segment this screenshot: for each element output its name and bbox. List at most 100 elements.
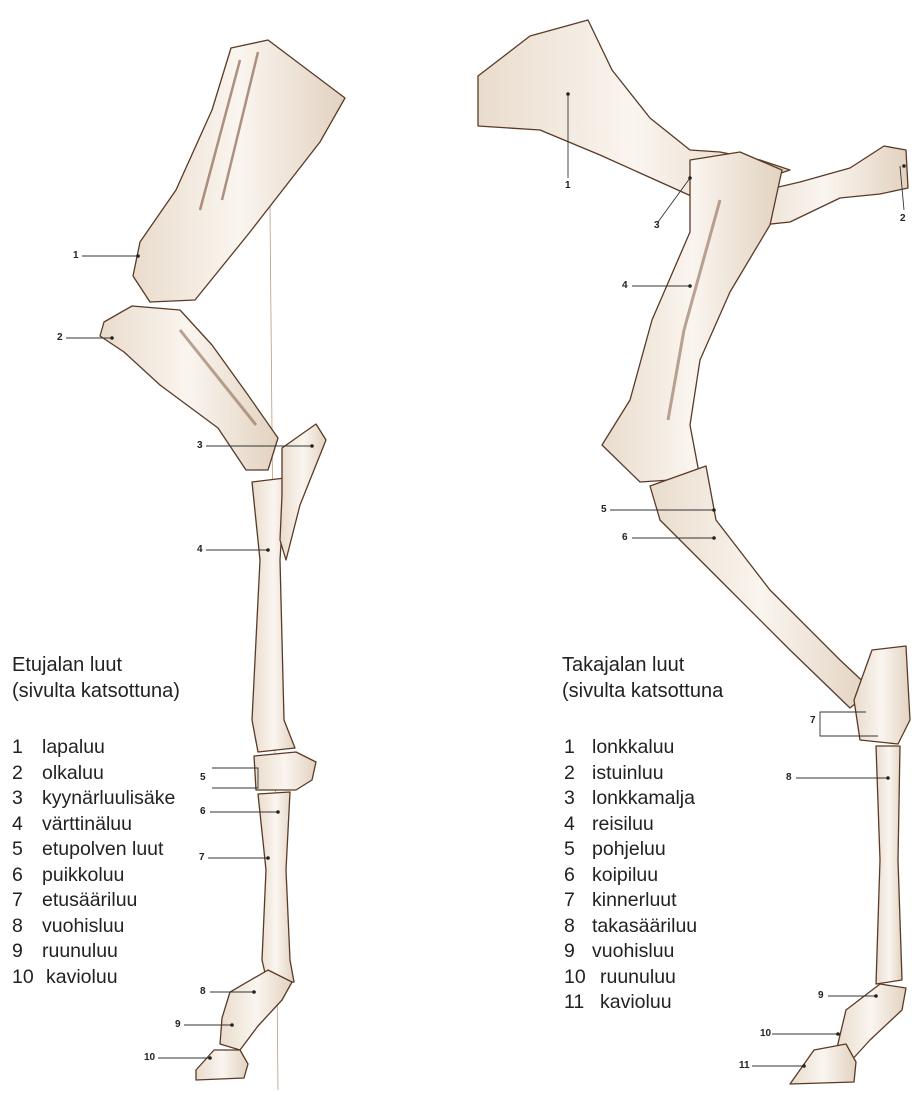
hind-legend-num: 7	[564, 888, 592, 914]
front-legend-num: 9	[12, 939, 42, 965]
hind-legend-name: pohjeluu	[592, 838, 666, 860]
hind-legend-name: koipiluu	[592, 864, 658, 886]
front-pointer-9: 9	[175, 1020, 181, 1030]
front-pointer-10: 10	[144, 1053, 155, 1063]
hind-pointer-5: 5	[601, 505, 607, 515]
hind-legend-name: lonkkaluu	[592, 736, 674, 758]
hind-legend-num: 6	[564, 863, 592, 889]
front-pointer-8: 8	[200, 987, 206, 997]
hind-pointer-10: 10	[760, 1029, 771, 1039]
front-legend-name: kyynärluulisäke	[42, 787, 175, 809]
hind-legend-num: 1	[564, 735, 592, 761]
front-legend-title: Etujalan luut (sivulta katsottuna)	[12, 652, 180, 704]
front-pastern	[220, 970, 292, 1050]
hind-pointer-8: 8	[786, 773, 792, 783]
front-legend-num: 5	[12, 837, 42, 863]
hind-femur	[602, 152, 782, 482]
front-legend-name: lapaluu	[42, 736, 105, 758]
hind-legend-num: 3	[564, 786, 592, 812]
hind-legend-name: kinnerluut	[592, 889, 677, 911]
hind-pointer-4: 4	[622, 281, 628, 291]
hind-legend-num: 11	[564, 990, 600, 1016]
front-legend-num: 8	[12, 914, 42, 940]
front-legend-title-line2: (sivulta katsottuna)	[12, 678, 180, 704]
front-hoof	[196, 1050, 248, 1080]
hind-pointer-2: 2	[900, 214, 906, 224]
front-legend-num: 1	[12, 735, 42, 761]
hind-legend-num: 10	[564, 965, 600, 991]
front-pointer-1: 1	[73, 251, 79, 261]
hind-legend-num: 2	[564, 761, 592, 787]
front-legend-num: 3	[12, 786, 42, 812]
front-pointer-6: 6	[200, 807, 206, 817]
front-legend-title-line1: Etujalan luut	[12, 652, 180, 678]
front-humerus	[100, 306, 278, 470]
hind-pointer-1: 1	[565, 181, 571, 191]
front-legend-name: puikkoluu	[42, 864, 124, 886]
front-legend-item: 4värttinäluu	[12, 812, 175, 838]
front-legend-num: 4	[12, 812, 42, 838]
front-legend-name: olkaluu	[42, 762, 104, 784]
front-legend-name: värttinäluu	[42, 813, 132, 835]
front-scapula	[133, 40, 345, 302]
front-legend-name: etusääriluu	[42, 889, 137, 911]
hind-legend-name: ruunuluu	[600, 966, 676, 988]
front-pointer-7: 7	[199, 853, 205, 863]
hind-pointer-11: 11	[739, 1061, 750, 1071]
hind-legend-name: istuinluu	[592, 762, 664, 784]
hind-legend-name: kavioluu	[600, 991, 672, 1013]
hind-legend-num: 8	[564, 914, 592, 940]
front-cannon	[258, 792, 294, 986]
front-carpal-bones	[254, 752, 316, 790]
hind-pointer-9: 9	[818, 991, 824, 1001]
front-pointer-3: 3	[197, 441, 203, 451]
front-legend-name: etupolven luut	[42, 838, 163, 860]
hind-pointer-6: 6	[622, 533, 628, 543]
hind-legend-name: vuohisluu	[592, 940, 674, 962]
front-legend-num: 2	[12, 761, 42, 787]
hind-legend-num: 4	[564, 812, 592, 838]
hind-legend-title: Takajalan luut (sivulta katsottuna	[562, 652, 723, 704]
front-pointer-2: 2	[57, 333, 63, 343]
front-legend-name: kavioluu	[46, 966, 118, 988]
hind-legend-title-line2: (sivulta katsottuna	[562, 678, 723, 704]
front-legend-num: 10	[12, 965, 46, 991]
front-olecranon	[280, 424, 326, 560]
front-legend-name: ruunuluu	[42, 940, 118, 962]
hind-pointer-7: 7	[810, 716, 816, 726]
hind-legend-name: lonkkamalja	[592, 787, 695, 809]
front-legend-num: 6	[12, 863, 42, 889]
front-legend-item: 10kavioluu	[12, 965, 175, 991]
hind-legend-num: 5	[564, 837, 592, 863]
front-pointer-4: 4	[197, 545, 203, 555]
hind-hock	[854, 646, 910, 744]
hind-legend-name: takasääriluu	[592, 915, 697, 937]
hind-legend-name: reisiluu	[592, 813, 654, 835]
hind-pointer-3: 3	[654, 221, 660, 231]
front-legend-name: vuohisluu	[42, 915, 124, 937]
front-legend-num: 7	[12, 888, 42, 914]
hind-legend-title-line1: Takajalan luut	[562, 652, 723, 678]
hind-hoof	[790, 1044, 856, 1084]
hind-legend-num: 9	[564, 939, 592, 965]
